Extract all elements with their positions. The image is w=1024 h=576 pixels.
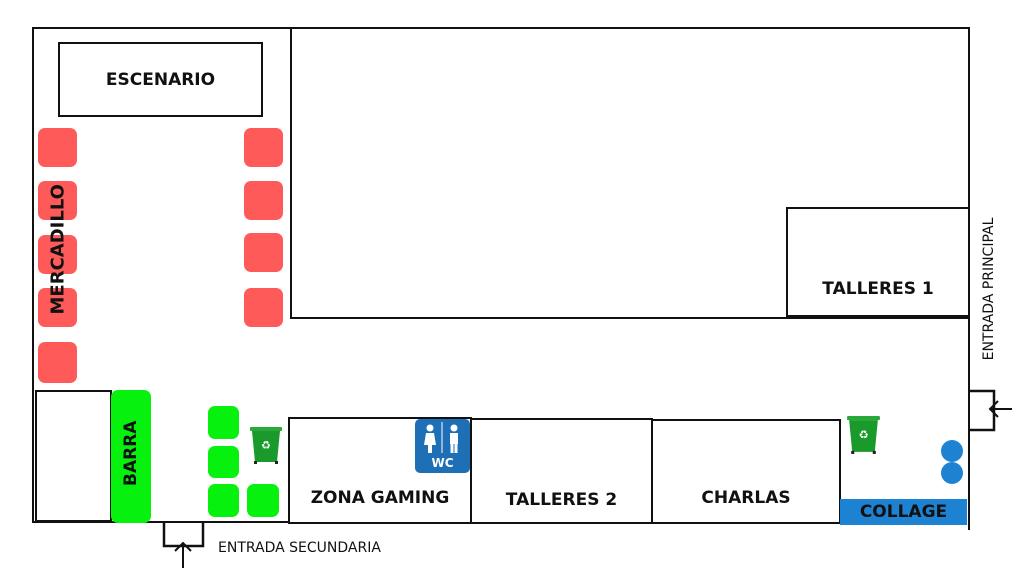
recycle-bin-icon: ♻ <box>250 427 282 464</box>
entrada-principal-label: ENTRADA PRINCIPAL <box>981 217 997 361</box>
wall-left <box>32 27 34 523</box>
storage-box <box>35 390 112 522</box>
table <box>208 446 239 478</box>
seat-circle <box>941 440 963 462</box>
stall <box>244 181 283 220</box>
stall <box>38 288 77 327</box>
stall <box>244 288 283 327</box>
escenario-label: ESCENARIO <box>105 69 216 90</box>
stall <box>38 128 77 167</box>
stall <box>38 181 77 220</box>
wall-bottom <box>34 521 290 523</box>
barra-label: BARRA <box>121 420 141 486</box>
wc-icon: WC <box>415 419 470 473</box>
entrada-secundaria-label: ENTRADA SECUNDARIA <box>218 540 381 556</box>
recycle-bin-icon: ♻ <box>847 416 880 454</box>
zone-talleres-1: TALLERES 1 <box>786 207 970 317</box>
talleres-2-label: TALLERES 2 <box>505 490 618 510</box>
talleres-1-label: TALLERES 1 <box>822 279 934 299</box>
zone-talleres-2: TALLERES 2 <box>470 418 653 524</box>
collage-label: COLLAGE <box>859 502 948 522</box>
svg-text:♻: ♻ <box>261 439 271 452</box>
table <box>247 484 279 517</box>
stall <box>38 342 77 383</box>
zone-escenario: ESCENARIO <box>58 42 263 117</box>
zone-charlas: CHARLAS <box>651 419 841 524</box>
wall-top-left <box>32 27 291 29</box>
stall <box>244 233 283 272</box>
secondary-entrance-arrow-icon <box>162 523 205 568</box>
main-entrance-arrow-icon <box>970 389 1012 432</box>
mercadillo-label: MERCADILLO <box>47 184 69 315</box>
stall <box>244 128 283 167</box>
central-block <box>290 27 970 319</box>
zona-gaming-label: ZONA GAMING <box>310 488 450 508</box>
table <box>208 406 239 439</box>
zone-collage: COLLAGE <box>840 499 967 525</box>
zone-barra <box>111 390 151 523</box>
charlas-label: CHARLAS <box>701 488 791 508</box>
table <box>208 484 239 517</box>
wc-label: WC <box>431 456 454 470</box>
stall <box>38 235 77 274</box>
svg-text:♻: ♻ <box>858 429 868 442</box>
seat-circle <box>941 462 963 484</box>
